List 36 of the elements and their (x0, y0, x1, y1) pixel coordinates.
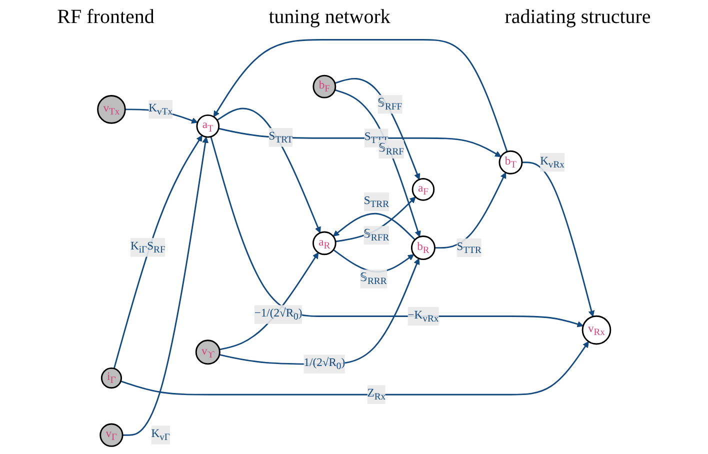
edge-label: K$_{vTx}$ (148, 102, 172, 117)
arrow (219, 252, 319, 350)
node-circle: v$_{Γ}$ (100, 423, 124, 447)
arrow (120, 341, 589, 396)
edge-label: K$_{iΓ}$S$_{RF}$ (130, 240, 166, 255)
node-circle: a$_{F}$ (412, 178, 434, 201)
arrow (113, 135, 202, 369)
edge-label: K$_{vΓ}$ (151, 428, 170, 442)
node-circle: b$_{F}$ (312, 74, 336, 98)
section-heading: RF frontend (57, 6, 154, 28)
node-circle: b$_{T}$ (498, 150, 523, 174)
arrow (334, 78, 420, 180)
node-circle: v$_{Rx}$ (582, 315, 612, 345)
arrow (122, 136, 208, 436)
edge-label: −K$_{vRx}$ (408, 308, 439, 324)
edge-label: Z$_{Rx}$ (367, 387, 386, 402)
node-circle: v$_{ϒ}$ (195, 340, 220, 365)
arrow (218, 128, 502, 157)
arrow (213, 39, 508, 152)
edge-label: K$_{vRx}$ (540, 155, 564, 170)
arrow (219, 258, 420, 365)
node-circle: i$_{Γ}$ (100, 368, 122, 389)
arrow (216, 108, 321, 234)
edge-label: −1/(2√R$_{0}$) (254, 307, 302, 322)
arrow (210, 136, 584, 328)
node-circle: a$_{R}$ (312, 231, 336, 256)
edge-label: 1/(2√R$_{0}$) (304, 356, 345, 372)
section-heading: radiating structure (504, 6, 651, 28)
arrow (434, 172, 506, 249)
arrow (334, 89, 421, 238)
node-circle: a$_{T}$ (196, 114, 220, 138)
arrow (522, 162, 594, 317)
node-circle: v$_{Tx}$ (96, 95, 126, 124)
arrow (332, 212, 416, 240)
node-circle: b$_{R}$ (410, 236, 436, 260)
section-heading: tuning network (268, 6, 390, 28)
